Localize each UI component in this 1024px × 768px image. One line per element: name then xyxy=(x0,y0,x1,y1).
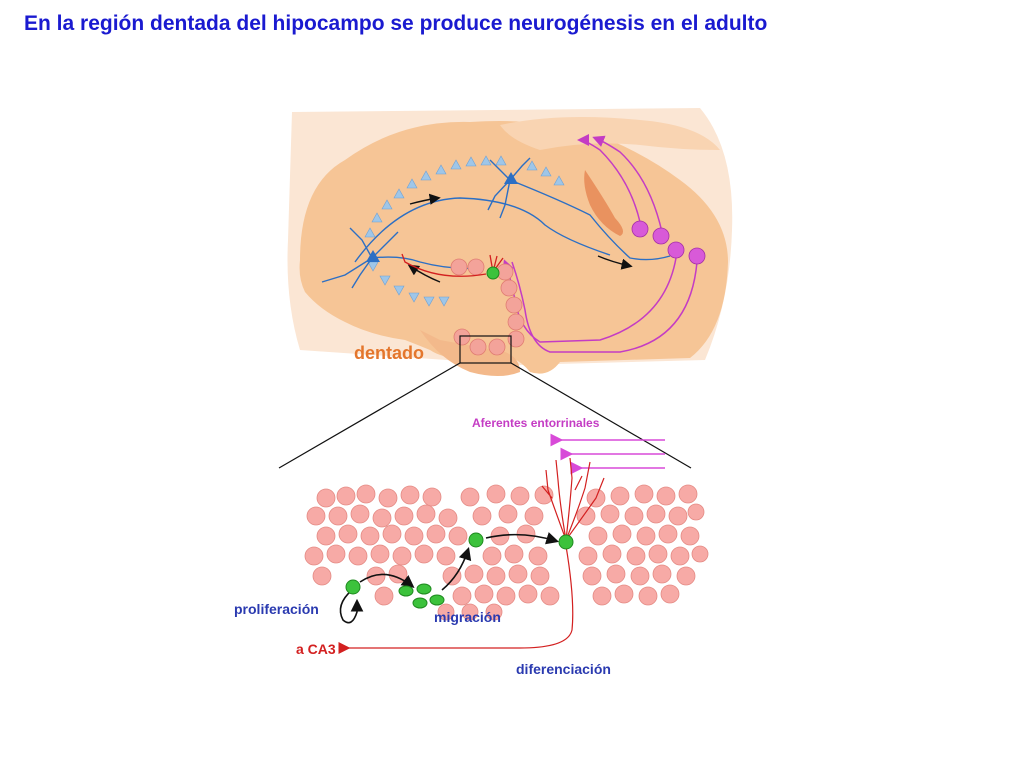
entorhinal-neurons xyxy=(631,220,706,265)
aferentes-label: Aferentes entorrinales xyxy=(472,416,600,430)
page-title: En la región dentada del hipocampo se pr… xyxy=(24,12,768,35)
flow-arrows xyxy=(407,193,633,283)
new-neuron-upper xyxy=(486,266,500,280)
new-neurons xyxy=(345,532,574,609)
entorhinal-projections xyxy=(502,134,698,353)
dentado-label: dentado xyxy=(354,343,424,363)
neurogenesis-arrows xyxy=(339,532,560,624)
pyramidal-somata xyxy=(366,172,518,262)
proliferacion-label: proliferación xyxy=(234,601,319,617)
migracion-label: migración xyxy=(434,609,501,625)
zoom-indicator xyxy=(278,335,692,469)
diferenciacion-label: diferenciación xyxy=(516,661,611,677)
a-ca3-label: a CA3 xyxy=(296,641,336,657)
granule-cell-layer xyxy=(304,484,709,621)
dentate-granule-cells xyxy=(450,258,525,356)
ca-pyramidal-layer xyxy=(364,155,565,307)
hippocampus-tissue xyxy=(287,108,733,376)
mature-neuron-processes xyxy=(338,457,605,654)
aferentes-arrows xyxy=(550,433,665,475)
